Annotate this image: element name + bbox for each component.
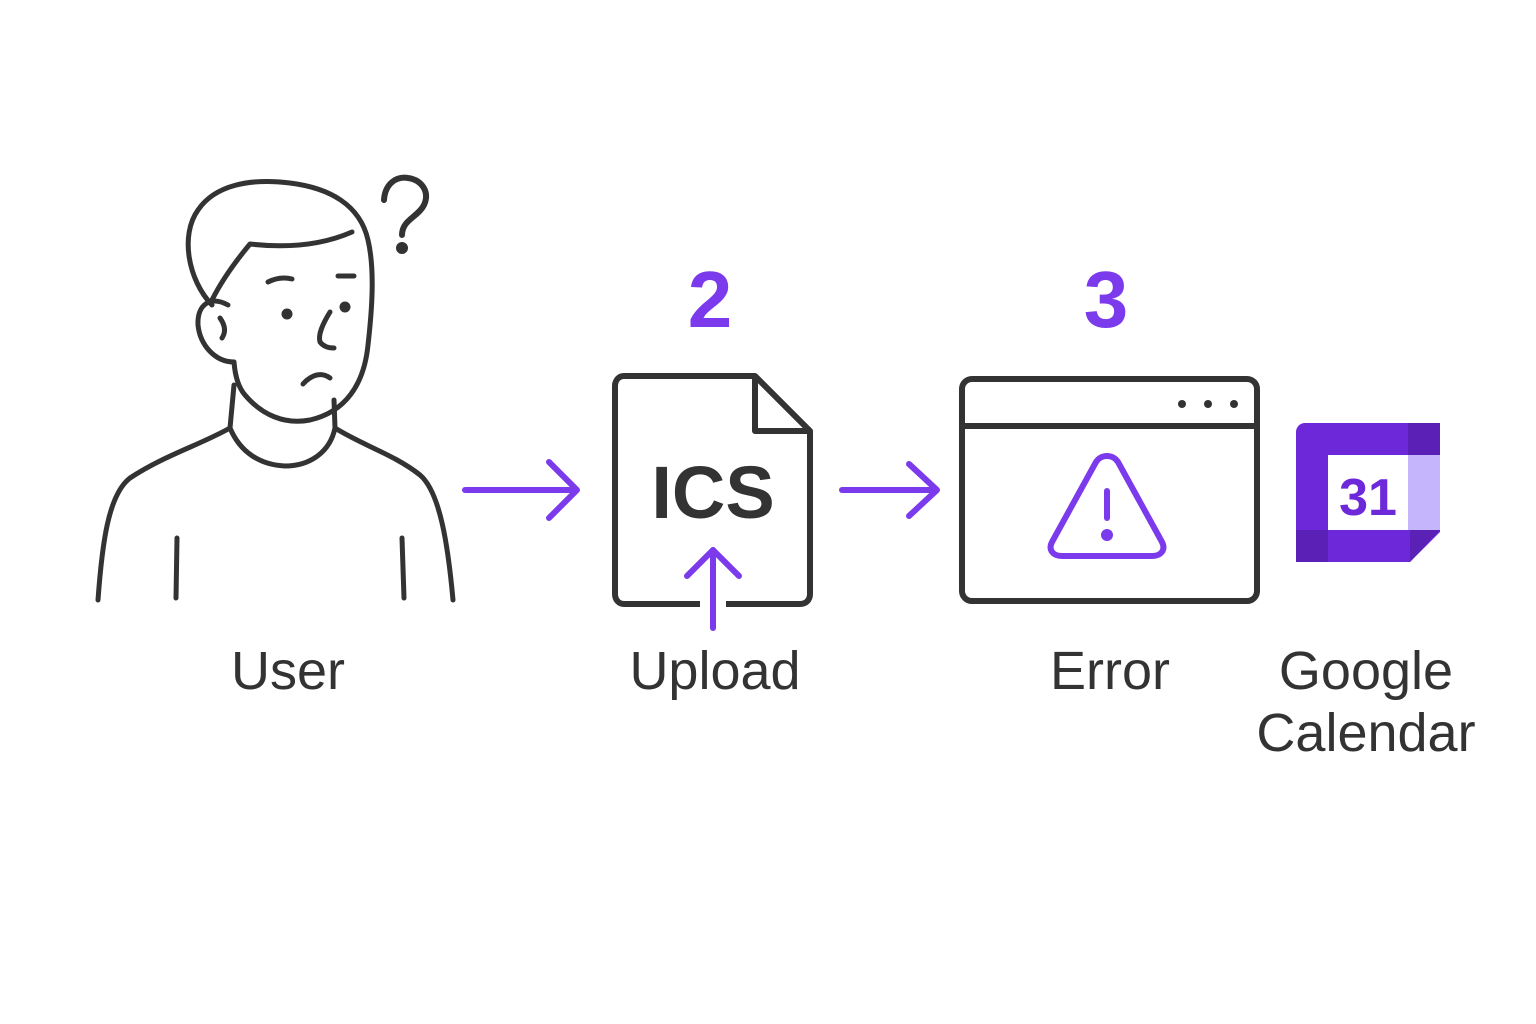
- google-calendar-icon: [1296, 423, 1440, 562]
- question-mark-icon: [381, 174, 429, 254]
- upload-arrow-icon: [684, 547, 742, 631]
- warning-icon: [1047, 453, 1167, 559]
- ics-file-label: ICS: [651, 451, 774, 534]
- browser-window-icon: [959, 376, 1260, 604]
- upload-label: Upload: [629, 641, 801, 701]
- google-calendar-label-line2: Calendar: [1256, 703, 1476, 763]
- confused-user-icon: [95, 178, 456, 603]
- google-calendar-label-line1: Google: [1278, 641, 1454, 701]
- user-label: User: [230, 641, 345, 701]
- step-number-error: 3: [1083, 255, 1129, 344]
- error-label: Error: [1050, 641, 1170, 701]
- calendar-day: 31: [1339, 469, 1397, 527]
- arrow-right-icon: [839, 461, 940, 519]
- step-number-upload: 2: [687, 255, 733, 344]
- google-calendar-label: Google Calendar: [1236, 640, 1496, 764]
- ics-file-icon: [612, 373, 813, 607]
- arrow-right-icon: [462, 459, 580, 521]
